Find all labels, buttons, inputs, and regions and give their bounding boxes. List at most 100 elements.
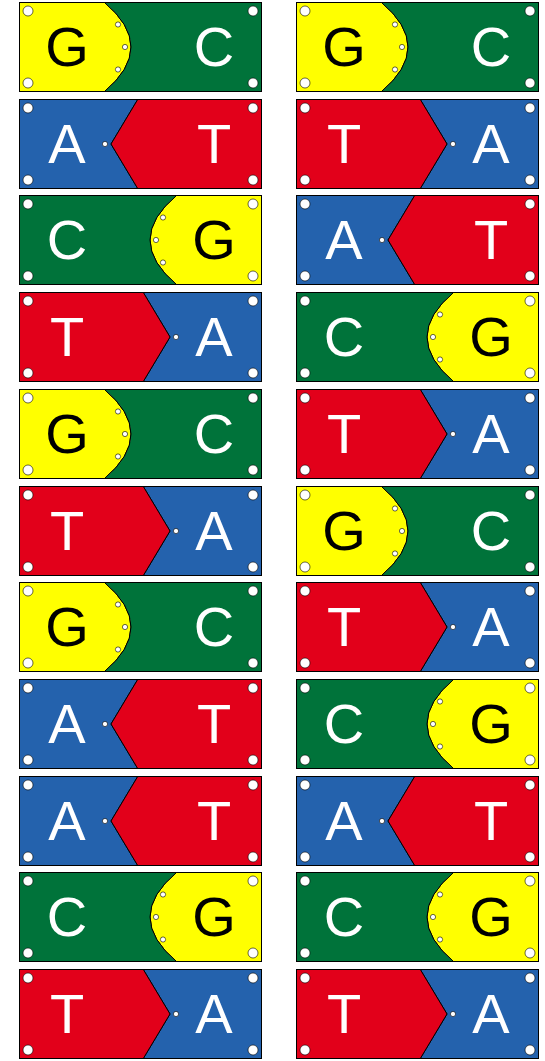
base-slot: G	[21, 582, 113, 672]
base-letter: T	[197, 116, 231, 172]
base-slot: A	[298, 776, 390, 866]
base-letter: T	[50, 309, 84, 365]
base-letter: T	[327, 986, 361, 1042]
base-letter: G	[192, 212, 236, 268]
base-pair-tile: GC	[296, 486, 539, 576]
base-pair-tile: TA	[296, 389, 539, 479]
base-slot: A	[445, 969, 537, 1059]
base-pair-tile: AT	[19, 679, 262, 769]
base-slot: T	[168, 776, 260, 866]
base-slot: C	[21, 872, 113, 962]
base-pair-tile: CG	[19, 872, 262, 962]
base-letter: C	[324, 696, 364, 752]
base-letter: T	[50, 986, 84, 1042]
base-slot: C	[445, 2, 537, 92]
base-letter: G	[322, 19, 366, 75]
base-letter: A	[472, 599, 509, 655]
base-letter: T	[327, 406, 361, 462]
base-slot: C	[168, 2, 260, 92]
base-slot: T	[21, 292, 113, 382]
base-slot: A	[445, 582, 537, 672]
base-slot: G	[168, 872, 260, 962]
base-pair-tile: AT	[19, 99, 262, 189]
base-letter: T	[327, 599, 361, 655]
base-slot: A	[445, 99, 537, 189]
base-letter: A	[325, 793, 362, 849]
base-slot: C	[168, 582, 260, 672]
base-letter: A	[48, 116, 85, 172]
base-pair-tile: TA	[19, 486, 262, 576]
base-slot: T	[21, 486, 113, 576]
base-letter: T	[197, 696, 231, 752]
base-letter: C	[194, 599, 234, 655]
base-slot: A	[298, 195, 390, 285]
base-slot: G	[445, 292, 537, 382]
base-slot: A	[445, 389, 537, 479]
base-pair-tile: TA	[19, 969, 262, 1059]
base-letter: T	[327, 116, 361, 172]
base-letter: A	[195, 986, 232, 1042]
base-slot: T	[298, 99, 390, 189]
base-pair-tile: CG	[296, 292, 539, 382]
base-pair-tile: AT	[19, 776, 262, 866]
base-slot: G	[298, 486, 390, 576]
base-slot: A	[168, 969, 260, 1059]
base-slot: T	[168, 99, 260, 189]
base-letter: G	[469, 696, 513, 752]
base-slot: G	[21, 389, 113, 479]
base-letter: C	[471, 19, 511, 75]
base-slot: C	[21, 195, 113, 285]
base-letter: A	[48, 696, 85, 752]
base-letter: G	[192, 889, 236, 945]
base-slot: G	[445, 679, 537, 769]
base-slot: C	[168, 389, 260, 479]
base-letter: T	[474, 793, 508, 849]
base-slot: T	[168, 679, 260, 769]
base-slot: T	[21, 969, 113, 1059]
base-letter: A	[195, 503, 232, 559]
base-letter: C	[194, 406, 234, 462]
base-pair-tile: AT	[296, 776, 539, 866]
base-letter: C	[47, 889, 87, 945]
base-letter: C	[324, 889, 364, 945]
base-letter: A	[325, 212, 362, 268]
base-letter: G	[469, 889, 513, 945]
base-slot: A	[21, 679, 113, 769]
base-slot: A	[168, 486, 260, 576]
base-letter: A	[472, 986, 509, 1042]
base-slot: A	[168, 292, 260, 382]
base-slot: A	[21, 99, 113, 189]
base-slot: G	[21, 2, 113, 92]
base-slot: G	[168, 195, 260, 285]
base-pair-tile: TA	[19, 292, 262, 382]
base-letter: A	[472, 406, 509, 462]
base-slot: T	[298, 389, 390, 479]
base-pair-tile: GC	[19, 582, 262, 672]
base-letter: G	[45, 406, 89, 462]
base-letter: G	[322, 503, 366, 559]
base-pair-tile: TA	[296, 99, 539, 189]
base-letter: C	[47, 212, 87, 268]
base-slot: G	[298, 2, 390, 92]
base-pair-tile: TA	[296, 582, 539, 672]
base-letter: G	[45, 19, 89, 75]
base-pair-tile: GC	[19, 2, 262, 92]
base-pair-tile: GC	[296, 2, 539, 92]
base-letter: T	[474, 212, 508, 268]
base-letter: T	[197, 793, 231, 849]
base-letter: T	[50, 503, 84, 559]
base-pair-tile: GC	[19, 389, 262, 479]
base-letter: G	[469, 309, 513, 365]
base-slot: T	[445, 776, 537, 866]
base-pair-tile: AT	[296, 195, 539, 285]
base-pair-tile: TA	[296, 969, 539, 1059]
base-slot: C	[298, 679, 390, 769]
base-slot: T	[298, 969, 390, 1059]
base-letter: A	[472, 116, 509, 172]
base-letter: A	[48, 793, 85, 849]
base-slot: T	[445, 195, 537, 285]
base-slot: T	[298, 582, 390, 672]
base-slot: G	[445, 872, 537, 962]
base-letter: C	[471, 503, 511, 559]
